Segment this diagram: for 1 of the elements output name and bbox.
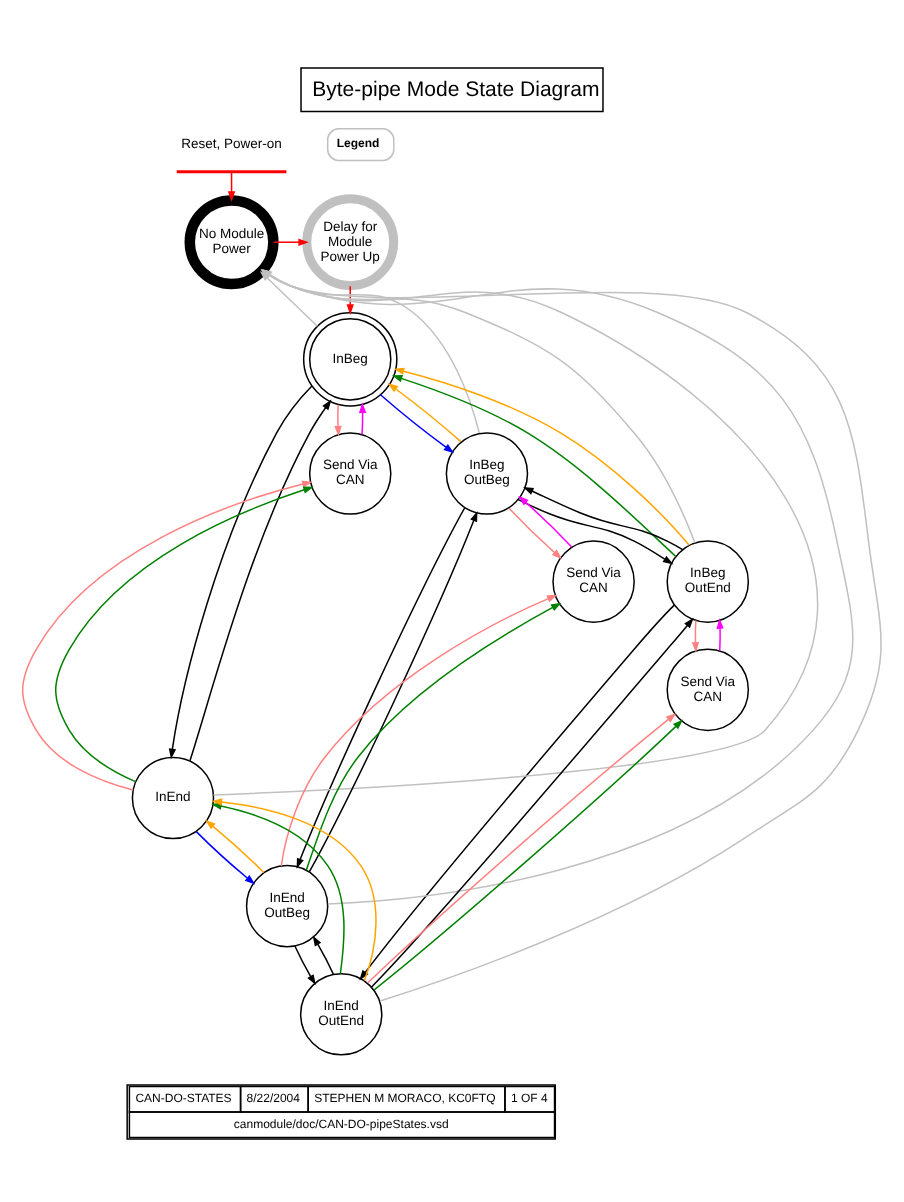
diagram-title: Byte-pipe Mode State Diagram	[312, 77, 600, 102]
